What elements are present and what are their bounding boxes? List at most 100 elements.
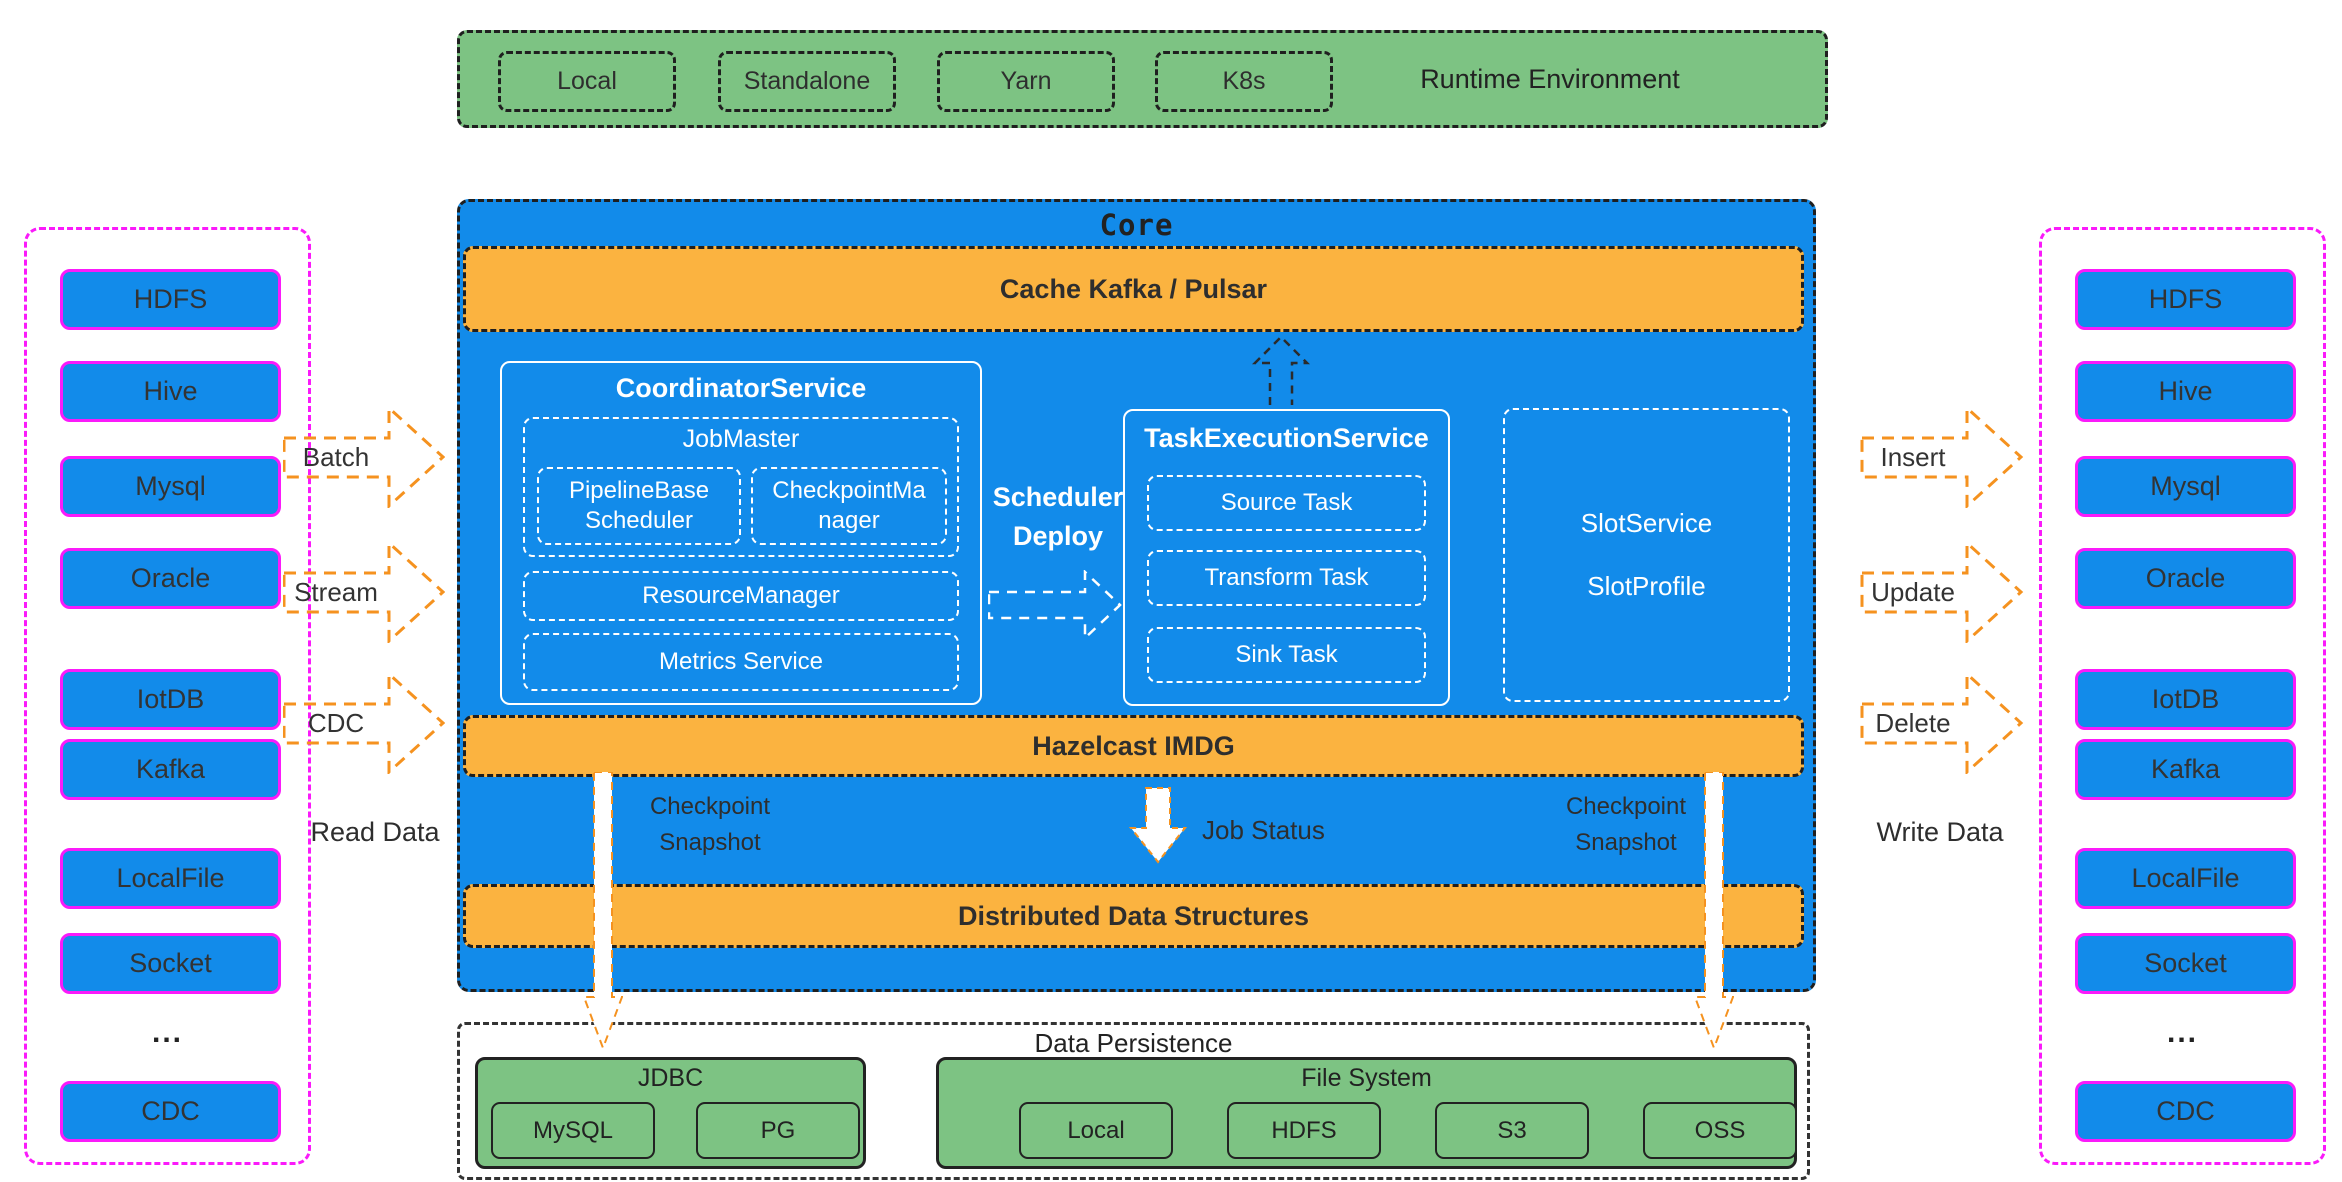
jdbc-item-label: PG — [760, 1116, 796, 1144]
scheduler-deploy-label: Scheduler Deploy — [992, 481, 1124, 551]
fs-item-label: HDFS — [1271, 1116, 1337, 1144]
cdc-flow-arrow: CDC — [283, 672, 445, 774]
source-item-label: Oracle — [130, 563, 211, 593]
read-data-caption: Read Data — [310, 816, 440, 847]
data-persistence-panel: Data Persistence JDBC MySQL PG File Syst… — [457, 1022, 1810, 1180]
coordinator-service-box: CoordinatorService JobMaster PipelineBas… — [500, 361, 982, 705]
insert-flow-label: Insert — [1880, 442, 1946, 472]
fs-item-local: Local — [1019, 1102, 1173, 1159]
sink-item-label: Oracle — [2145, 563, 2226, 593]
sink-item-ellipsis: ... — [2166, 1016, 2198, 1049]
checkpoint-manager-box: CheckpointManager — [751, 467, 947, 545]
deploy-arrow-icon — [988, 570, 1122, 640]
fs-item-label: OSS — [1694, 1116, 1746, 1144]
sink-item-hive: Hive — [2075, 361, 2296, 422]
jdbc-item-pg: PG — [696, 1102, 860, 1159]
jdbc-item-mysql: MySQL — [491, 1102, 655, 1159]
runtime-item-label: K8s — [1222, 67, 1266, 95]
source-item-label: IotDB — [136, 684, 205, 714]
write-data-caption: Write Data — [1876, 816, 2004, 847]
sink-item-label: CDC — [2156, 1096, 2215, 1126]
fs-item-oss: OSS — [1643, 1102, 1797, 1159]
source-item-label: HDFS — [133, 284, 208, 314]
runtime-item-label: Local — [557, 67, 617, 95]
sink-task-box: Sink Task — [1147, 627, 1426, 683]
transform-task-box: Transform Task — [1147, 550, 1426, 606]
fs-item-label: Local — [1067, 1116, 1125, 1144]
task-execution-service-title: TaskExecutionService — [1144, 422, 1429, 453]
runtime-environment-panel: Local Standalone Yarn K8s Runtime Enviro… — [457, 30, 1828, 128]
sink-item-kafka: Kafka — [2075, 739, 2296, 800]
sink-item-label: HDFS — [2148, 284, 2223, 314]
slot-profile-label: SlotProfile — [1587, 571, 1706, 601]
source-item-localfile: LocalFile — [60, 848, 281, 909]
job-status-arrow-icon — [1128, 787, 1188, 864]
checkpoint-snapshot-left-label: Checkpoint Snapshot — [649, 793, 771, 856]
right-block-arrow-icon — [1860, 672, 2024, 774]
source-item-cdc: CDC — [60, 1081, 281, 1142]
delete-flow-arrow: Delete — [1860, 672, 2024, 774]
runtime-item-yarn: Yarn — [937, 51, 1115, 112]
fs-item-s3: S3 — [1435, 1102, 1589, 1159]
right-block-arrow-icon — [283, 541, 445, 643]
jdbc-box: JDBC MySQL PG — [475, 1057, 866, 1169]
sink-item-socket: Socket — [2075, 933, 2296, 994]
job-master-title: JobMaster — [682, 424, 800, 453]
up-arrow-icon — [1251, 335, 1311, 405]
source-item-label: LocalFile — [116, 863, 225, 893]
update-flow-label: Update — [1871, 577, 1955, 607]
cache-kafka-pulsar-bar: Cache Kafka / Pulsar — [463, 246, 1804, 332]
job-master-box: JobMaster PipelineBase Scheduler Checkpo… — [523, 417, 959, 557]
stream-flow-arrow: Stream — [283, 541, 445, 643]
data-persistence-title: Data Persistence — [1034, 1027, 1233, 1058]
source-item-oracle: Oracle — [60, 548, 281, 609]
sink-task-label: Sink Task — [1235, 641, 1338, 668]
right-block-arrow-icon — [1860, 541, 2024, 643]
file-system-title: File System — [1301, 1063, 1432, 1092]
source-task-label: Source Task — [1220, 489, 1353, 516]
distributed-data-structures-bar: Distributed Data Structures — [463, 884, 1804, 948]
sink-item-localfile: LocalFile — [2075, 848, 2296, 909]
core-title: Core — [1099, 208, 1174, 242]
resource-manager-label: ResourceManager — [642, 582, 840, 609]
runtime-item-local: Local — [498, 51, 676, 112]
metrics-service-box: Metrics Service — [523, 633, 959, 691]
runtime-item-standalone: Standalone — [718, 51, 896, 112]
right-block-arrow-icon — [283, 406, 445, 508]
slot-service-box: SlotService SlotProfile — [1503, 408, 1790, 702]
runtime-item-k8s: K8s — [1155, 51, 1333, 112]
sink-item-label: Hive — [2158, 376, 2213, 406]
jdbc-item-label: MySQL — [532, 1116, 613, 1144]
source-task-box: Source Task — [1147, 475, 1426, 531]
batch-flow-label: Batch — [302, 442, 370, 472]
stream-flow-label: Stream — [294, 577, 378, 607]
sink-connectors-panel: HDFS Hive Mysql Oracle IotDB Kafka Local… — [2039, 227, 2326, 1165]
source-item-iotdb: IotDB — [60, 669, 281, 730]
runtime-item-label: Yarn — [1000, 67, 1052, 95]
delete-flow-label: Delete — [1875, 708, 1951, 738]
runtime-environment-title: Runtime Environment — [1420, 63, 1680, 94]
update-flow-arrow: Update — [1860, 541, 2024, 643]
fs-item-hdfs: HDFS — [1227, 1102, 1381, 1159]
insert-flow-arrow: Insert — [1860, 406, 2024, 508]
job-status-label: Job Status — [1202, 814, 1325, 845]
jdbc-title: JDBC — [637, 1063, 704, 1092]
source-connectors-panel: HDFS Hive Mysql Oracle IotDB Kafka Local… — [24, 227, 311, 1165]
source-item-ellipsis: ... — [151, 1016, 183, 1049]
metrics-service-label: Metrics Service — [658, 648, 824, 675]
transform-task-label: Transform Task — [1204, 564, 1369, 591]
cdc-flow-label: CDC — [307, 708, 365, 738]
source-item-label: Hive — [143, 376, 198, 406]
sink-item-label: Socket — [2144, 948, 2227, 978]
source-item-label: Kafka — [135, 754, 206, 784]
source-item-mysql: Mysql — [60, 456, 281, 517]
sink-item-label: LocalFile — [2131, 863, 2240, 893]
source-item-socket: Socket — [60, 933, 281, 994]
sink-item-label: Mysql — [2150, 471, 2221, 501]
right-block-arrow-icon — [283, 672, 445, 774]
file-system-box: File System Local HDFS S3 OSS — [936, 1057, 1797, 1169]
sink-item-label: IotDB — [2151, 684, 2220, 714]
right-block-arrow-icon — [1860, 406, 2024, 508]
coordinator-service-title: CoordinatorService — [615, 372, 867, 403]
